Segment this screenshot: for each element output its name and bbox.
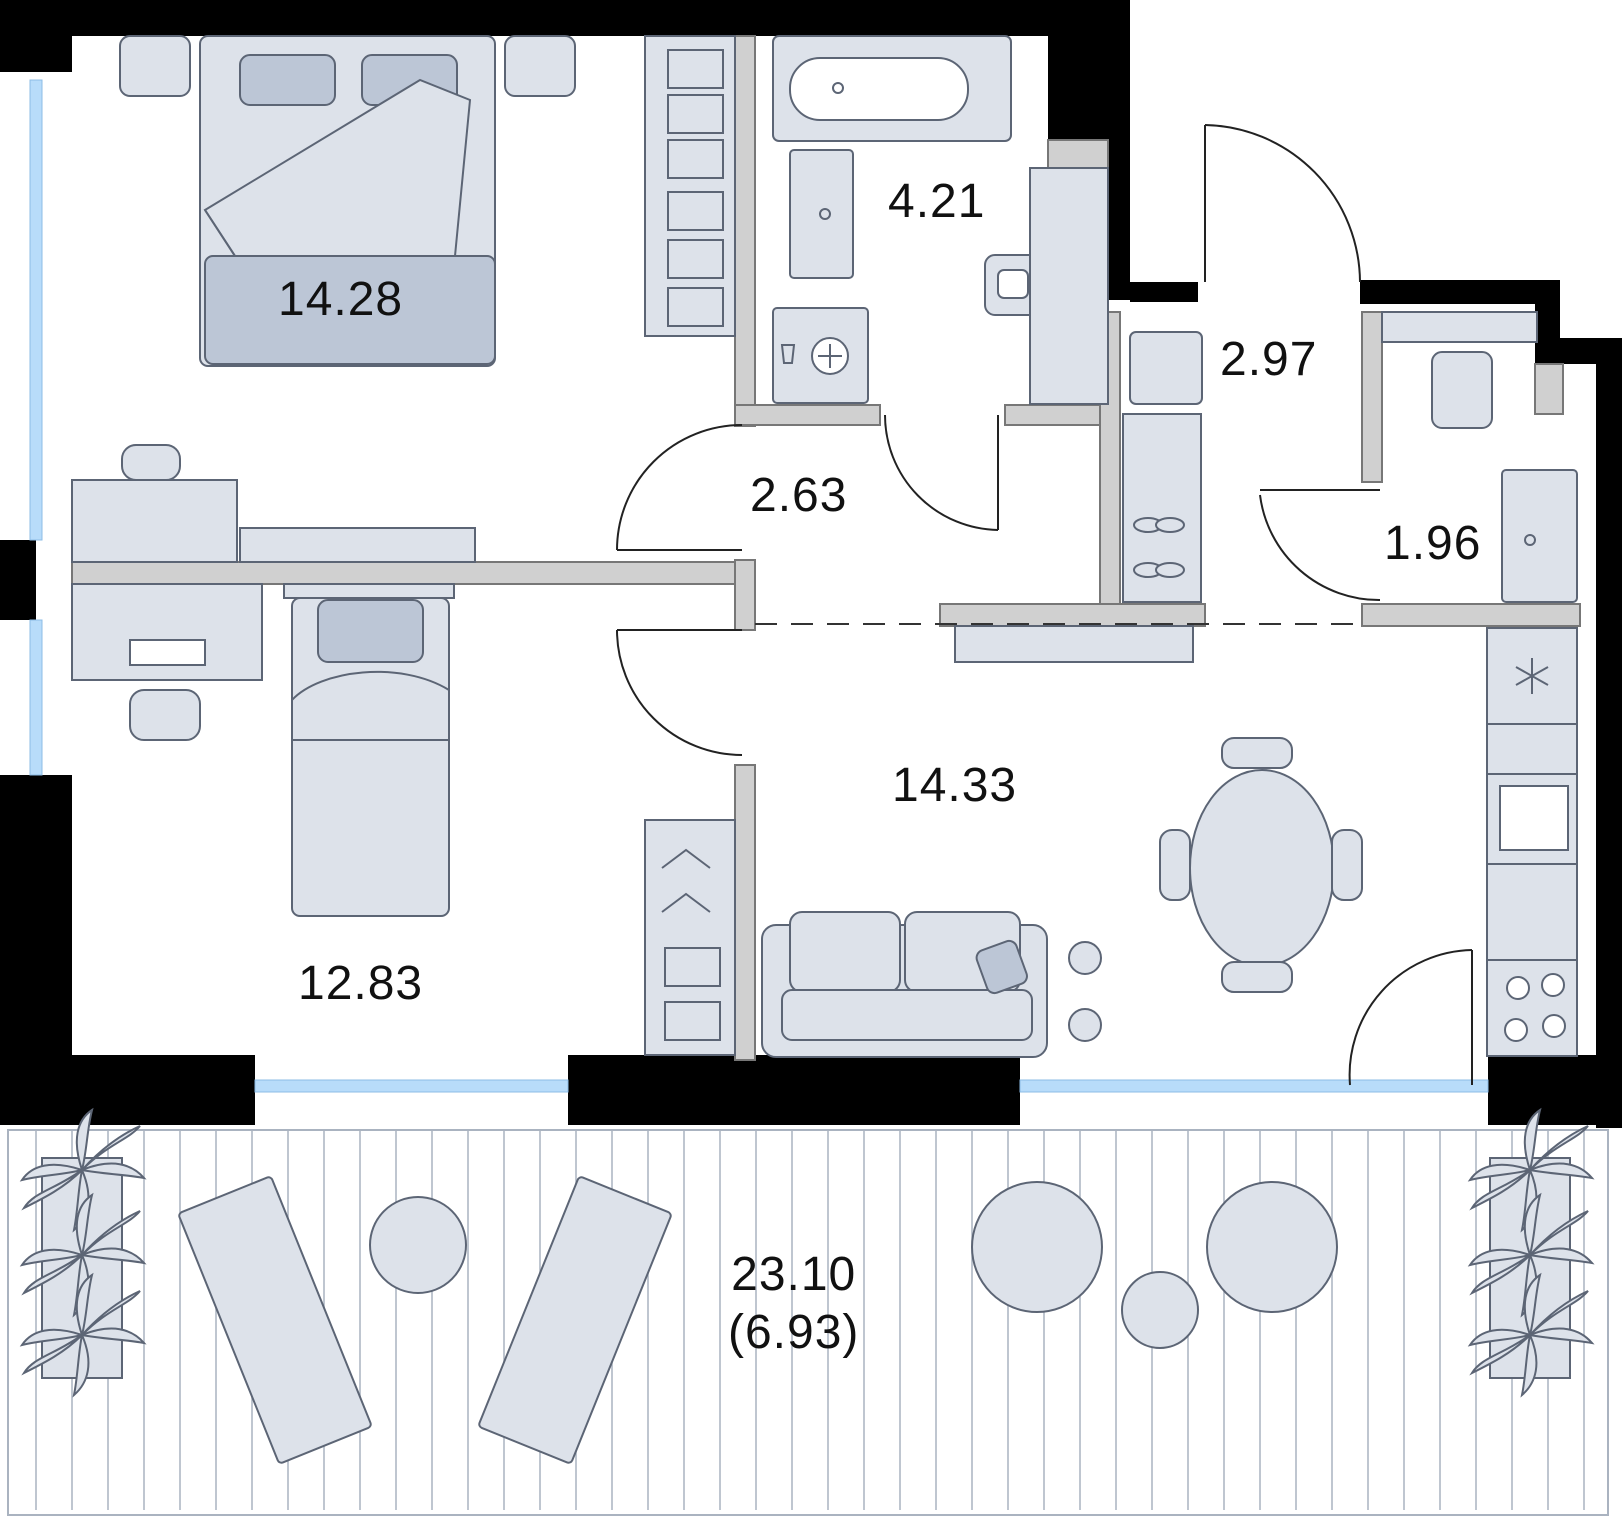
balcony-reduced-area: (6.93) (728, 1305, 860, 1359)
room-area-corridor: 2.63 (750, 469, 848, 522)
room-area-bedroom-large: 14.28 (278, 273, 404, 326)
double-bed (199, 35, 496, 367)
nightstands (119, 35, 576, 97)
bathroom-sink (789, 149, 854, 279)
wardrobe-living (644, 819, 736, 1056)
snowflake-icon (1515, 658, 1549, 694)
single-bed (291, 597, 450, 917)
room-area-kitchen-living: 14.33 (892, 759, 1018, 812)
bathroom-duct (1029, 167, 1109, 405)
room-area-bedroom-small: 12.83 (298, 957, 424, 1010)
exterior-walls (0, 0, 1622, 1128)
cooktop-icon (1504, 973, 1566, 1042)
room-area-bathroom: 4.21 (888, 175, 986, 228)
wardrobe-top (644, 35, 736, 337)
sun-lounger-right (478, 1176, 672, 1464)
desks (71, 479, 476, 681)
balcony-area: 23.10 (731, 1248, 857, 1301)
kitchen-units (1486, 627, 1578, 1057)
hallway-cabinet (1122, 331, 1203, 603)
windows (29, 79, 1489, 1093)
washing-machine-icon (818, 344, 842, 368)
sofa (761, 911, 1048, 1058)
sun-lounger-left (178, 1176, 372, 1464)
side-table-right (1121, 1271, 1199, 1349)
room-area-balcony: 23.10 (6.93) (728, 1246, 859, 1361)
room-area-hallway: 2.97 (1220, 333, 1318, 386)
lounge-chair-2 (1206, 1181, 1338, 1313)
wc-fixtures (1381, 311, 1578, 603)
chairs-desk (121, 444, 201, 741)
bathtub (772, 35, 1012, 142)
doors (616, 124, 1473, 1086)
tv-stand (954, 625, 1194, 663)
dining-table (1159, 737, 1363, 993)
partitions (71, 35, 1581, 1061)
room-area-wc: 1.96 (1384, 517, 1482, 570)
floor-lamp (1068, 941, 1102, 1042)
side-table-left (369, 1196, 467, 1294)
lounge-chair-1 (971, 1181, 1103, 1313)
